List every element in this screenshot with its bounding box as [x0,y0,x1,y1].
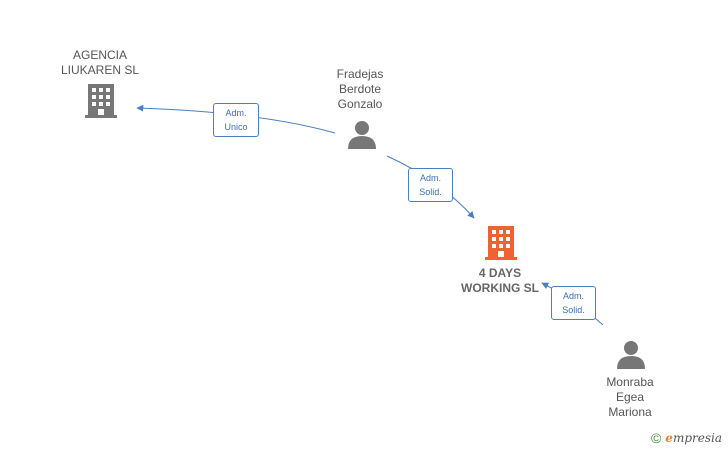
node-label-monraba[interactable]: Monraba Egea Mariona [606,375,654,419]
person-icon[interactable] [348,121,376,149]
brand-watermark: © empresia [651,430,722,446]
edge-label-adm-unico: Adm. Unico [213,103,259,137]
edge-label-adm-solid: Adm. Solid. [408,168,453,202]
building-icon[interactable] [485,226,517,260]
building-icon[interactable] [85,84,117,118]
node-label-agencia[interactable]: AGENCIA LIUKAREN SL [60,48,140,77]
person-icon[interactable] [617,341,645,369]
edge-label-adm-solid: Adm. Solid. [551,286,596,320]
node-label-fradejas[interactable]: Fradejas Berdote Gonzalo [336,67,384,111]
brand-logo: empresia [665,431,722,445]
node-label-days[interactable]: 4 DAYS WORKING SL [461,266,539,295]
copyright-icon: © [650,430,662,446]
